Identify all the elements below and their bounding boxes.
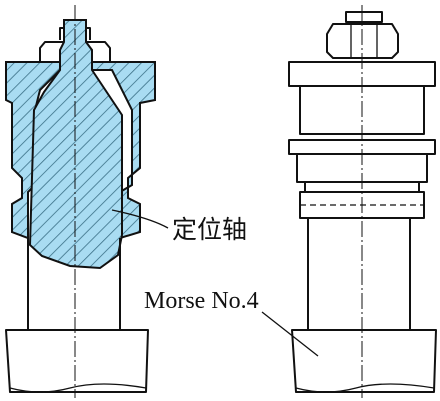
shaft-leader-line [111, 209, 169, 229]
elevation-view [288, 5, 437, 398]
right-taper-base [291, 329, 437, 393]
taper-label: Morse No.4 [144, 288, 259, 314]
taper-leader-line [261, 311, 319, 357]
shaft-label: 定位轴 [172, 215, 247, 244]
top-nut [39, 41, 111, 63]
annotations: 定位轴 Morse No.4 [111, 209, 319, 357]
positioning-shaft [28, 19, 123, 270]
left-taper-base [5, 329, 149, 393]
section-view [5, 5, 156, 398]
